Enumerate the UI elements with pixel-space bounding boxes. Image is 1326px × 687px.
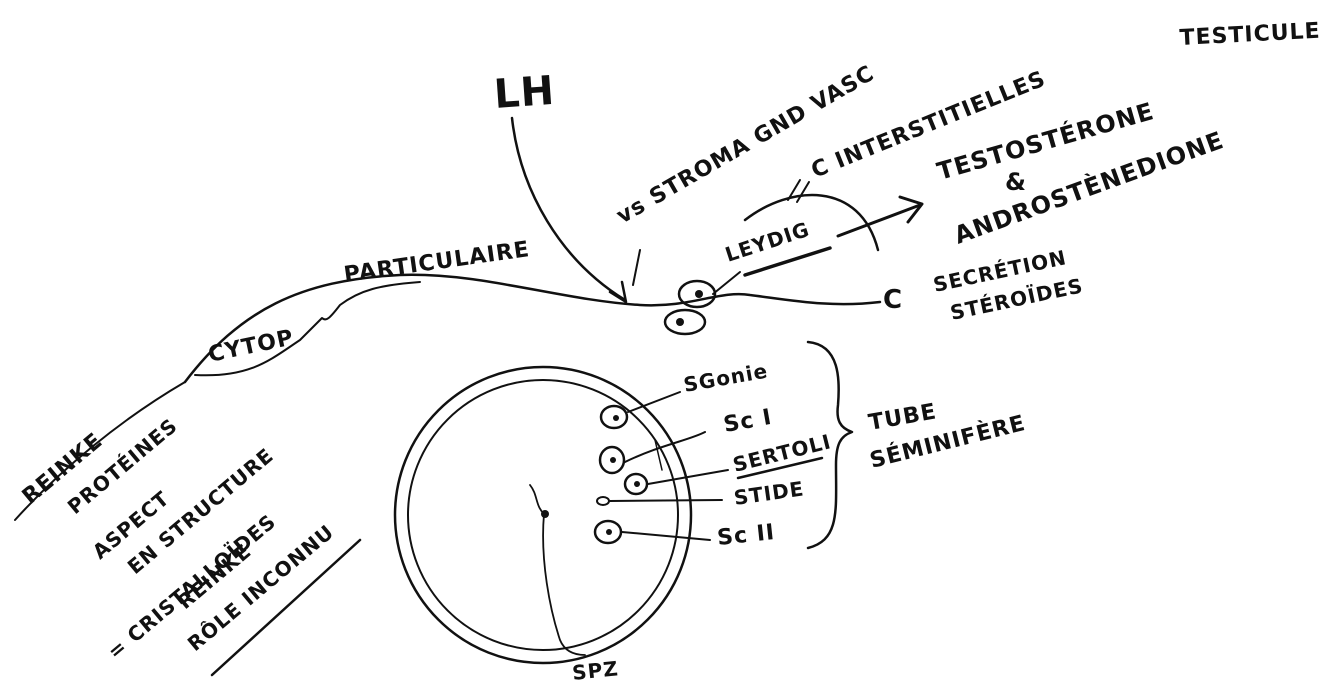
reinke-underline <box>210 538 362 677</box>
leydig-nucleus <box>695 290 703 298</box>
stide-pointer <box>609 499 723 502</box>
sgonie-pointer <box>627 391 681 413</box>
cell-scii-nucleus <box>606 529 612 535</box>
sertoli-tail <box>654 439 663 471</box>
hormone-arrow <box>836 203 922 238</box>
tube-label: TUBE <box>867 399 939 436</box>
lh-arrow-curve <box>510 116 627 302</box>
cell-sci-nucleus <box>610 457 616 463</box>
scii-pointer <box>621 531 711 541</box>
cell-stide <box>596 496 610 506</box>
tube-outer <box>393 365 693 665</box>
reinke-brace <box>14 381 186 521</box>
cell-sgonie <box>599 404 629 430</box>
leydig-cell-2 <box>663 308 707 336</box>
cytop-brace <box>194 281 421 377</box>
sertoli-underline <box>736 456 824 480</box>
cell-sgonie-nucleus <box>613 415 619 421</box>
stroma-pointer <box>632 249 641 286</box>
stroma-label: vs STROMA GND VASC <box>613 61 879 229</box>
leydig-pointer <box>712 271 741 295</box>
sci-pointer <box>624 431 706 463</box>
sci-label: Sc I <box>722 405 774 438</box>
stide-label: STIDE <box>732 476 805 510</box>
lh-arrowhead-icon <box>608 280 628 304</box>
leydig-nucleus-2 <box>676 318 684 326</box>
hormone-arrowhead-icon <box>898 195 924 224</box>
lh-label: LH <box>492 68 556 118</box>
arc-slash-2 <box>796 181 810 203</box>
ampersand-label: & <box>1005 168 1027 196</box>
spz-label: SPZ <box>571 656 620 685</box>
cell-sertoli-nucleus <box>634 481 640 487</box>
leydig-underline <box>743 246 832 277</box>
leydig-cell <box>677 279 717 309</box>
spermatozoid-head <box>541 510 549 518</box>
scii-label: Sc II <box>716 520 776 551</box>
leydig-arc <box>743 193 880 252</box>
testicule-label: TESTICULE <box>1179 19 1321 51</box>
tube-brace <box>806 340 854 550</box>
sertoli-pointer <box>647 469 729 485</box>
sertoli-label: SERTOLI <box>730 429 833 477</box>
sgonie-label: SGonie <box>682 358 770 396</box>
tube-inner <box>407 379 679 651</box>
arc-slash-1 <box>787 179 801 201</box>
spermatozoid-tail <box>529 484 586 656</box>
particulaire-label: PARTICULAIRE <box>342 237 531 288</box>
cell-sci <box>598 445 626 475</box>
tissue-line <box>183 273 882 384</box>
cytop-label: CYTOP <box>206 325 296 368</box>
c-secretion-label: C <box>883 285 903 315</box>
